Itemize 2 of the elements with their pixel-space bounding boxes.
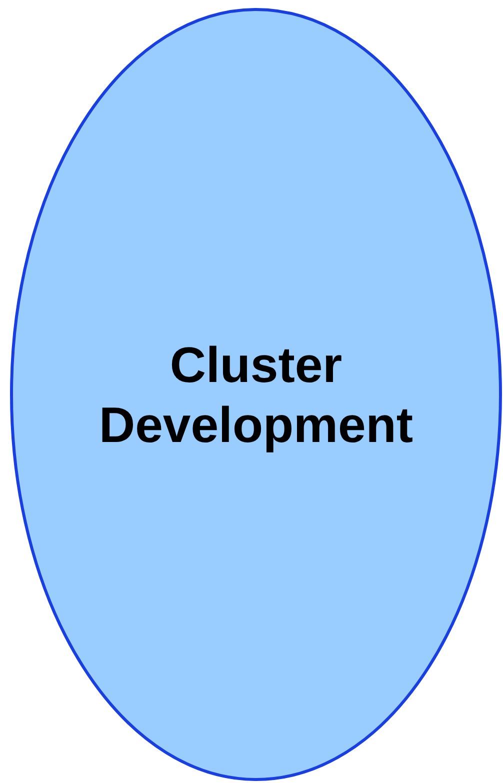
- ellipse-node: [10, 8, 502, 781]
- node-label: Cluster Development: [98, 336, 414, 454]
